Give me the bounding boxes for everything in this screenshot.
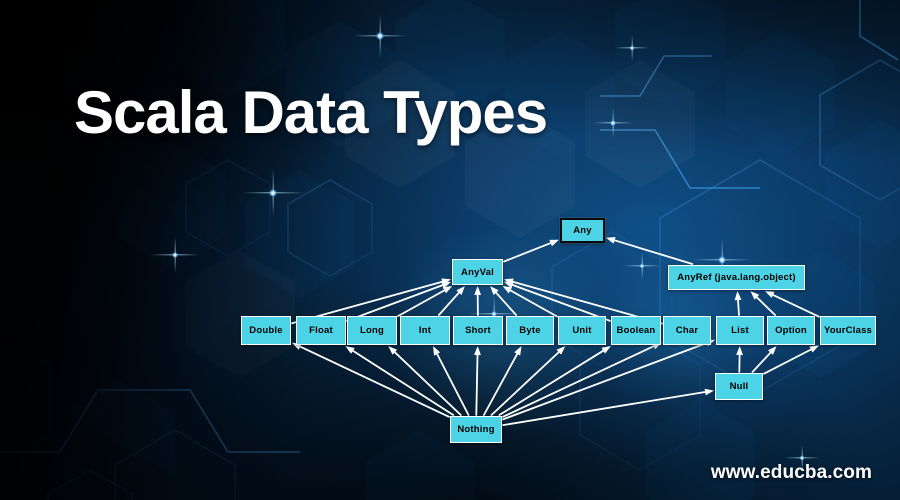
type-node-list: List bbox=[716, 316, 764, 345]
type-node-short: Short bbox=[453, 316, 503, 345]
type-node-label: Int bbox=[418, 325, 432, 336]
type-node-char: Char bbox=[663, 316, 711, 345]
arrowhead-byte-to-anyval bbox=[490, 286, 499, 295]
page-title: Scala Data Types bbox=[74, 79, 548, 146]
type-node-label: Long bbox=[359, 325, 384, 336]
arrowhead-unit-to-anyval bbox=[502, 286, 512, 294]
edge-long-to-anyval bbox=[397, 289, 446, 318]
arrowhead-nothing-to-null bbox=[704, 388, 714, 396]
edge-byte-to-anyval bbox=[495, 291, 517, 316]
arrowhead-option-to-anyref bbox=[750, 291, 760, 300]
type-node-nothing: Nothing bbox=[450, 416, 502, 443]
arrowhead-anyval-to-any bbox=[549, 239, 559, 247]
edge-nothing-to-float bbox=[351, 349, 455, 416]
arrowhead-nothing-to-long bbox=[388, 346, 398, 355]
arrowhead-float-to-anyval bbox=[441, 281, 451, 289]
type-node-label: Short bbox=[465, 325, 491, 336]
type-node-anyref: AnyRef (java.lang.object) bbox=[668, 265, 805, 290]
edge-nothing-to-char bbox=[502, 345, 655, 418]
type-node-long: Long bbox=[347, 316, 397, 345]
type-node-label: Double bbox=[249, 325, 283, 336]
type-node-boolean: Boolean bbox=[611, 316, 661, 345]
type-node-null: Null bbox=[715, 373, 763, 400]
site-watermark: www.educba.com bbox=[710, 462, 872, 483]
edge-nothing-to-unit bbox=[490, 351, 560, 416]
type-node-int: Int bbox=[400, 316, 450, 345]
type-node-label: Float bbox=[309, 325, 333, 336]
edge-list-to-anyref bbox=[737, 299, 740, 316]
edge-null-to-yourclass bbox=[763, 348, 812, 375]
edge-anyval-to-any bbox=[503, 242, 552, 263]
edge-nothing-to-double bbox=[299, 345, 450, 418]
type-node-option: Option bbox=[767, 316, 815, 345]
arrowhead-nothing-to-boolean bbox=[601, 346, 611, 354]
edge-nothing-to-list bbox=[502, 342, 708, 421]
arrowhead-anyref-to-any bbox=[606, 237, 616, 244]
edge-float-to-anyval bbox=[346, 284, 444, 322]
arrowhead-nothing-to-short bbox=[474, 346, 481, 356]
type-node-label: Byte bbox=[519, 325, 541, 336]
arrowhead-nothing-to-byte bbox=[514, 346, 522, 356]
type-node-label: Unit bbox=[572, 325, 592, 336]
arrowhead-list-to-anyref bbox=[734, 291, 742, 301]
arrowhead-nothing-to-float bbox=[345, 346, 355, 354]
edge-nothing-to-short bbox=[475, 354, 479, 416]
type-node-label: Boolean bbox=[616, 325, 656, 336]
type-node-label: Any bbox=[573, 225, 592, 236]
edge-yourclass-to-anyref bbox=[772, 293, 820, 318]
type-node-float: Float bbox=[296, 316, 346, 345]
type-node-double: Double bbox=[241, 316, 291, 345]
edge-nothing-to-long bbox=[393, 351, 462, 416]
arrowhead-yourclass-to-anyref bbox=[764, 291, 775, 298]
edge-nothing-to-boolean bbox=[498, 349, 605, 416]
type-node-yourclass: YourClass bbox=[820, 316, 876, 345]
type-node-byte: Byte bbox=[506, 316, 554, 345]
edge-anyref-to-any bbox=[613, 239, 694, 265]
edge-nothing-to-null bbox=[502, 391, 706, 427]
type-node-unit: Unit bbox=[558, 316, 606, 345]
type-node-label: Nothing bbox=[457, 424, 495, 435]
type-node-label: Null bbox=[729, 381, 749, 392]
edge-nothing-to-int bbox=[436, 353, 470, 416]
arrowhead-int-to-anyval bbox=[456, 286, 465, 295]
arrowhead-long-to-anyval bbox=[442, 286, 453, 294]
edge-option-to-anyref bbox=[755, 296, 776, 316]
type-node-label: Option bbox=[775, 325, 807, 336]
arrowhead-char-to-anyval bbox=[504, 278, 514, 286]
arrowhead-null-to-option bbox=[768, 346, 777, 355]
arrowhead-nothing-to-unit bbox=[556, 346, 566, 355]
edge-int-to-anyval bbox=[437, 291, 460, 316]
type-node-any: Any bbox=[560, 218, 605, 243]
edge-unit-to-anyval bbox=[509, 289, 558, 318]
arrowhead-nothing-to-int bbox=[433, 346, 441, 356]
edge-boolean-to-anyval bbox=[511, 283, 611, 322]
edge-null-to-option bbox=[751, 351, 772, 373]
type-node-label: AnyRef (java.lang.object) bbox=[677, 272, 796, 283]
type-node-label: List bbox=[731, 325, 749, 336]
type-node-anyval: AnyVal bbox=[452, 259, 503, 285]
arrowhead-null-to-list bbox=[736, 346, 743, 356]
type-node-label: AnyVal bbox=[461, 266, 494, 278]
arrowhead-null-to-yourclass bbox=[809, 345, 819, 353]
type-node-label: Char bbox=[675, 325, 699, 336]
arrowhead-short-to-anyval bbox=[474, 286, 482, 295]
type-node-label: YourClass bbox=[823, 325, 873, 336]
edge-nothing-to-byte bbox=[482, 352, 519, 416]
